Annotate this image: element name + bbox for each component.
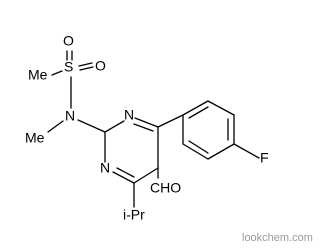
bond-n-me	[47, 120, 64, 133]
ring-c2-n3	[104, 120, 125, 133]
benz-5	[182, 143, 209, 160]
bond-c4-aryl	[157, 114, 184, 128]
benz-2	[207, 100, 235, 116]
bond-s-o-right-b	[79, 66, 94, 71]
ring-n3-c4-b	[133, 123, 154, 132]
ring-n3-c4-a	[134, 117, 159, 128]
ring-c6-n1-a	[112, 171, 135, 184]
benz-inner-3	[188, 140, 209, 154]
bond-n-ring	[77, 119, 106, 133]
atom-methyl-sulfonyl: Me	[28, 67, 48, 83]
ring-c5-c6	[133, 167, 159, 184]
atom-methyl-n: Me	[25, 130, 45, 146]
benz-1	[182, 100, 209, 116]
bonds	[47, 50, 260, 208]
atom-nitrogen-ring-top: N	[124, 107, 134, 123]
atom-sulfur: S	[64, 59, 73, 75]
ring-c6-n1-b	[116, 167, 135, 178]
atom-oxygen-right: O	[95, 58, 106, 74]
benz-inner-1	[188, 106, 209, 119]
atom-oxygen-top: O	[63, 33, 74, 49]
atom-aldehyde: CHO	[150, 180, 181, 196]
bond-s-o-right-a	[78, 62, 93, 67]
watermark-text: lookchem.com	[242, 232, 313, 244]
atom-fluorine: F	[260, 150, 269, 166]
bond-me-s	[51, 70, 63, 76]
atom-nitrogen-ring-bottom: N	[100, 160, 110, 176]
benz-4	[207, 143, 235, 160]
bond-aryl-f	[233, 143, 260, 159]
atom-nitrogen-sulfonamide: N	[65, 108, 75, 124]
atom-isopropyl: i-Pr	[123, 207, 145, 223]
